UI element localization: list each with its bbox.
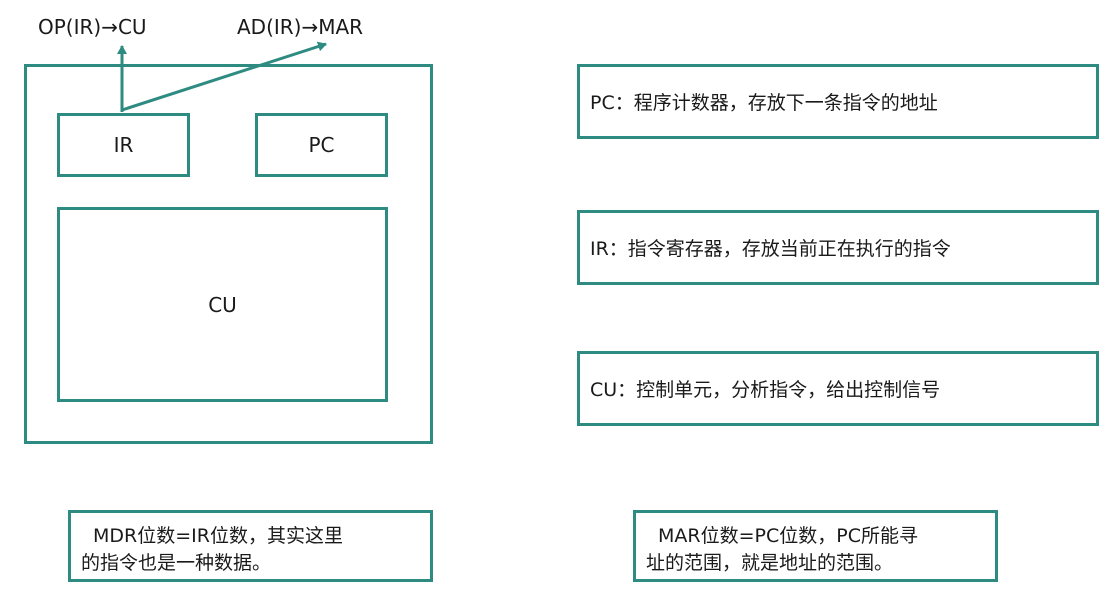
mdr-note-box: MDR位数=IR位数，其实这里 的指令也是一种数据。	[68, 510, 433, 582]
ad-flow-label: AD(IR)→MAR	[237, 15, 364, 39]
ir-register-label: IR	[113, 133, 134, 157]
cu-label: CU	[208, 292, 237, 317]
ir-description-box: IR：指令寄存器，存放当前正在执行的指令	[577, 210, 1099, 285]
pc-register-box: PC	[255, 113, 388, 177]
cu-description-text: CU：控制单元，分析指令，给出控制信号	[590, 379, 941, 401]
mar-note-box: MAR位数=PC位数，PC所能寻 址的范围，就是地址的范围。	[633, 510, 998, 582]
ir-description-text: IR：指令寄存器，存放当前正在执行的指令	[590, 238, 951, 260]
mar-note-line1: MAR位数=PC位数，PC所能寻	[658, 525, 918, 547]
pc-description-text: PC：程序计数器，存放下一条指令的地址	[590, 92, 938, 114]
mdr-note-line2: 的指令也是一种数据。	[81, 552, 272, 574]
op-flow-label: OP(IR)→CU	[38, 15, 147, 39]
ir-register-box: IR	[57, 113, 190, 177]
pc-description-box: PC：程序计数器，存放下一条指令的地址	[577, 64, 1099, 139]
mdr-note-line1: MDR位数=IR位数，其实这里	[93, 525, 343, 547]
mar-note-line2: 址的范围，就是地址的范围。	[646, 552, 894, 574]
cu-description-box: CU：控制单元，分析指令，给出控制信号	[577, 351, 1099, 426]
cu-box: CU	[57, 207, 388, 402]
pc-register-label: PC	[308, 133, 335, 157]
